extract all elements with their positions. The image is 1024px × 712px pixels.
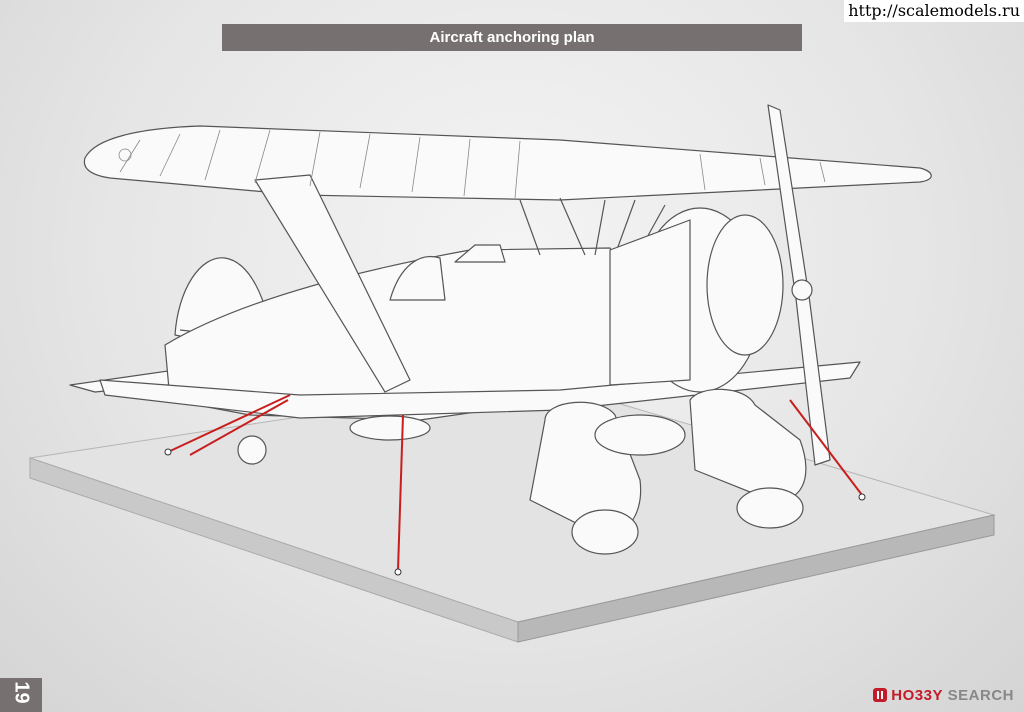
brand-prefix: HO33Y (891, 687, 943, 704)
page-number: 19 (10, 681, 33, 704)
watermark-url: http://scalemodels.ru (844, 0, 1024, 22)
display-base (29, 379, 996, 643)
hobby-search-logo-icon (873, 688, 888, 702)
page-title: Aircraft anchoring plan (222, 24, 802, 51)
aircraft-outline (69, 104, 932, 555)
page-number-tab: 19 (0, 678, 42, 712)
brand-suffix: SEARCH (947, 687, 1014, 704)
anchor-wires (167, 394, 863, 571)
brand-mark: HO33Y SEARCH (873, 687, 1014, 704)
wing-ribs (118, 129, 826, 199)
anchor-points (164, 448, 866, 576)
